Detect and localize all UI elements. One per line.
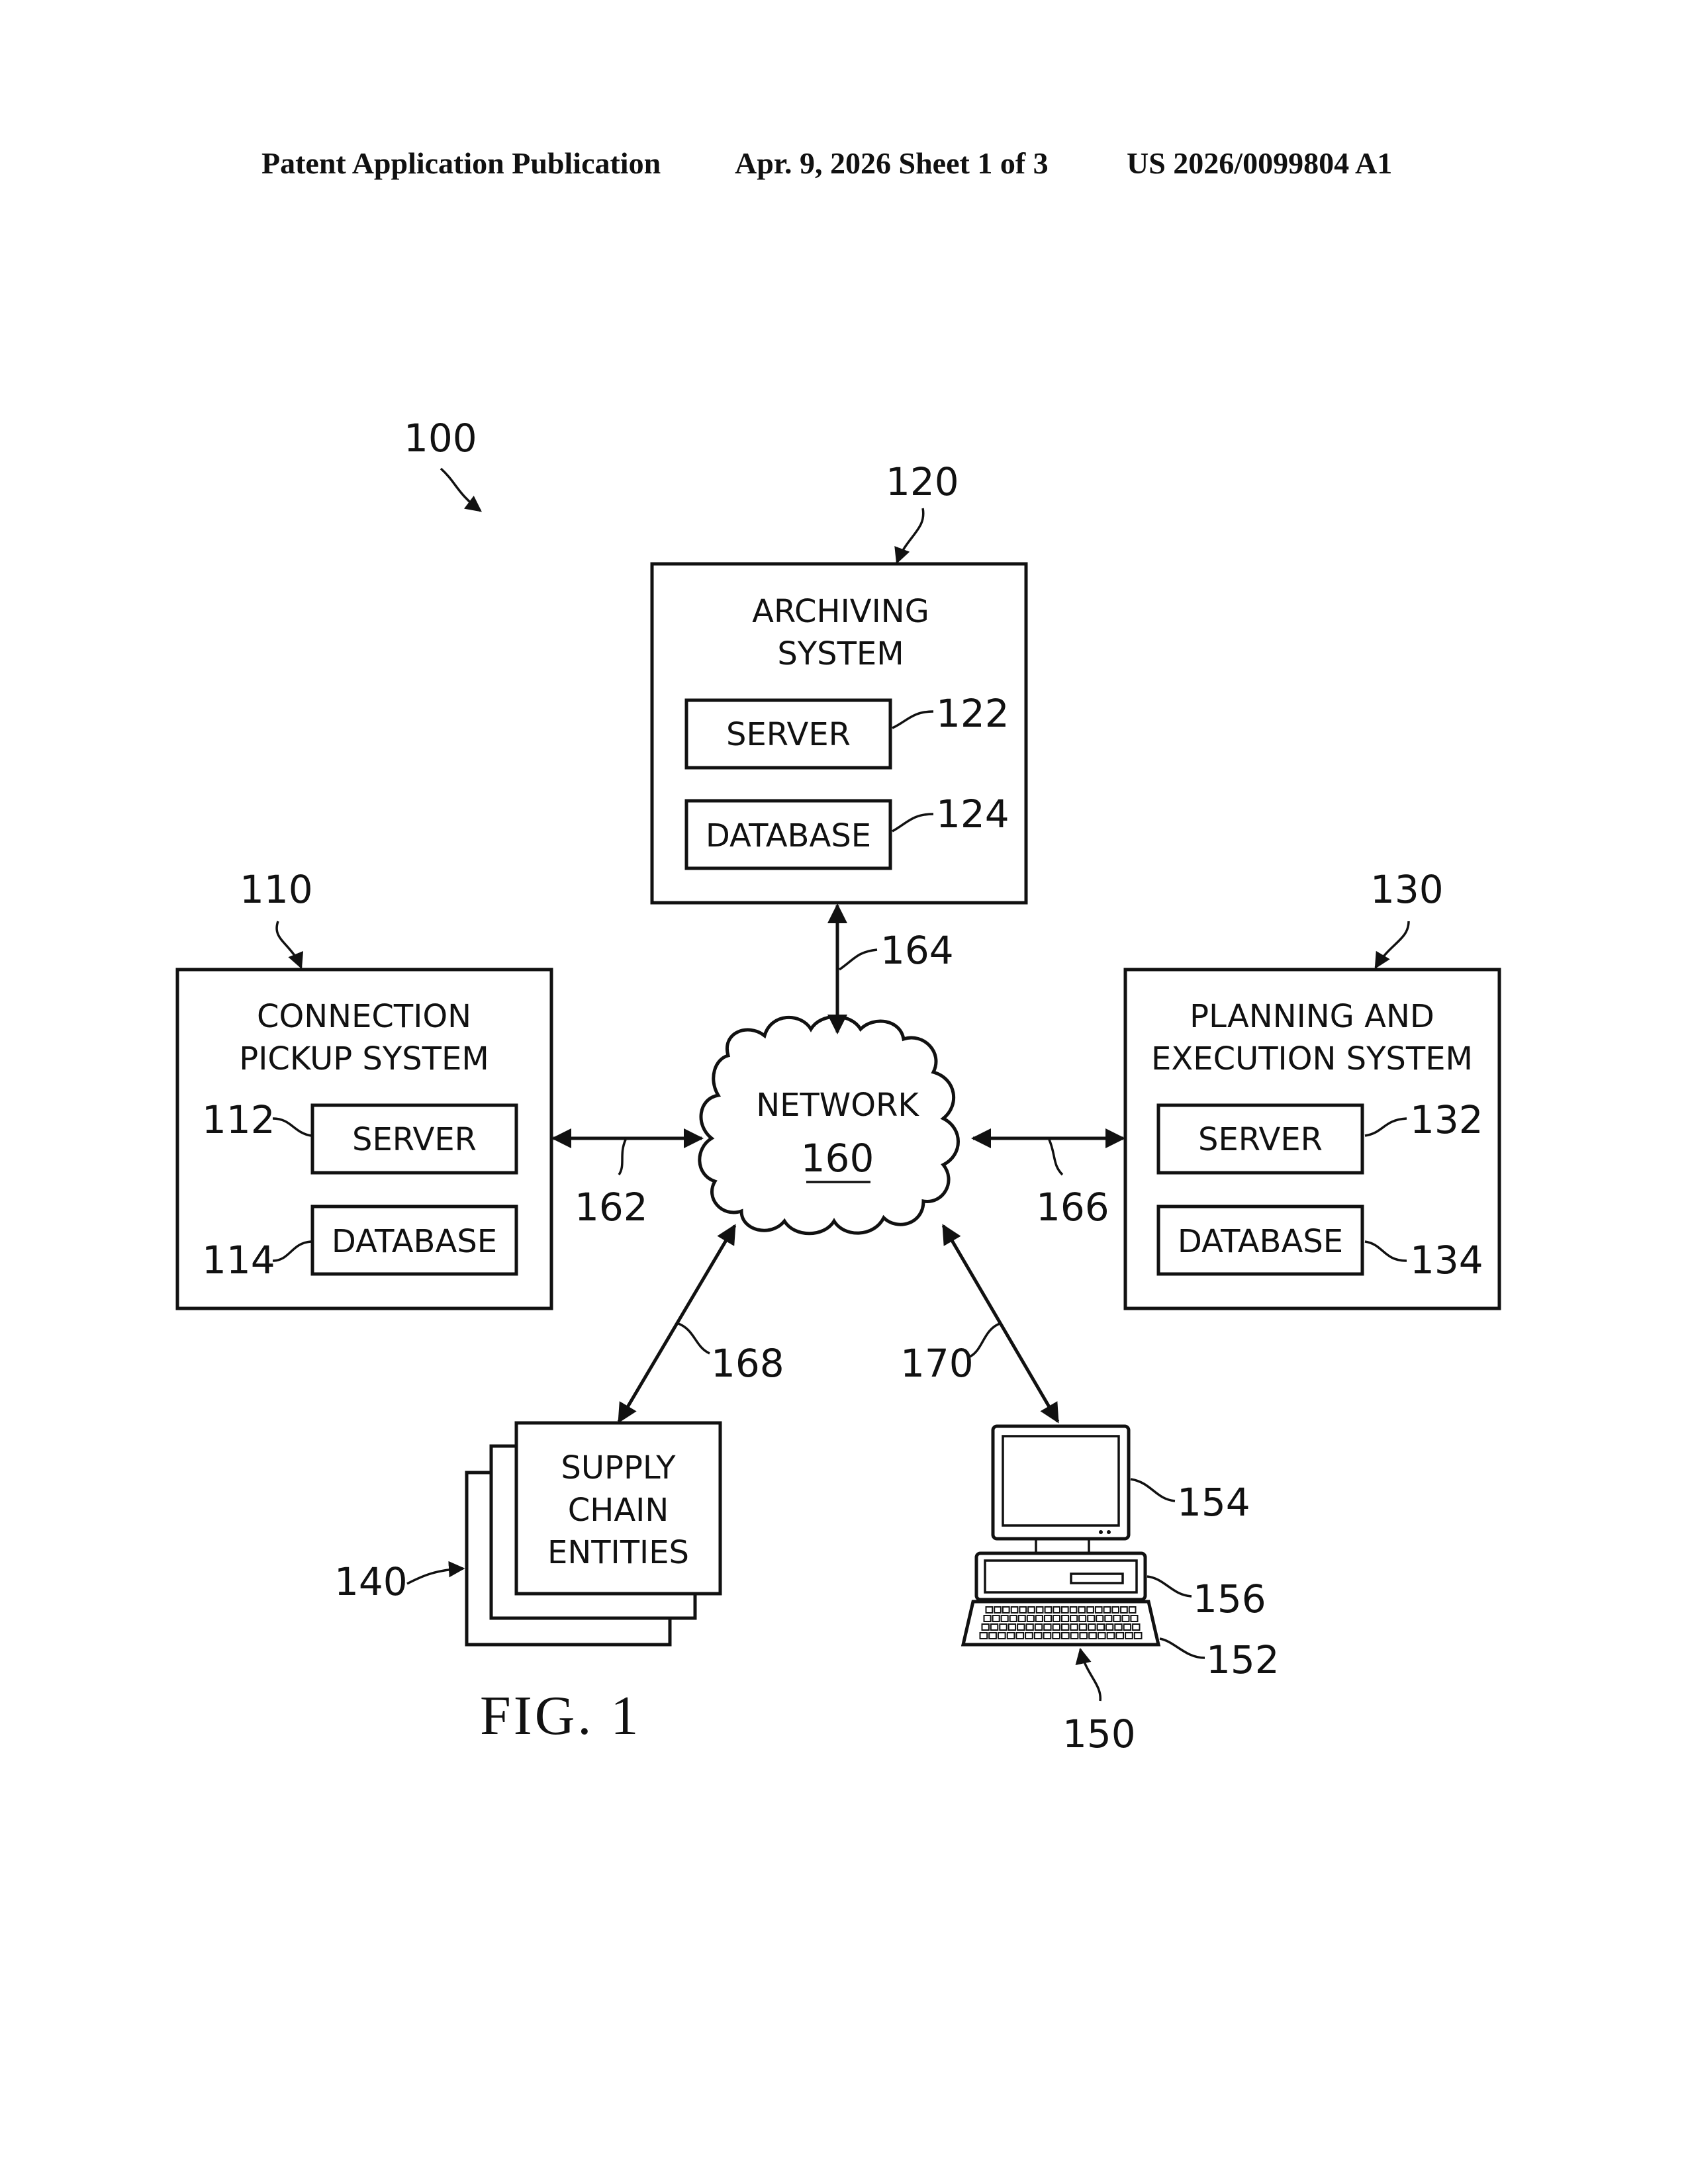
monitor-stand [1036,1539,1089,1553]
connection-ref: 110 [240,867,313,912]
archiving-server-label: SERVER [726,716,851,753]
link-166-leader [1049,1140,1062,1175]
monitor-ref: 154 [1177,1480,1250,1525]
supply-line-1: SUPPLY [561,1449,676,1486]
link-168-ref: 168 [711,1341,784,1386]
archiving-ref: 120 [886,459,959,504]
cloud-outline [700,1017,959,1234]
connection-title-2: PICKUP SYSTEM [239,1040,489,1077]
supply-chain-entities: SUPPLY CHAIN ENTITIES 140 [334,1423,720,1645]
planning-database-ref: 134 [1410,1238,1483,1283]
archiving-title-2: SYSTEM [777,635,904,672]
archiving-server-ref: 122 [936,691,1009,736]
connection-database-label: DATABASE [332,1223,497,1260]
header-number: US 2026/0099804 A1 [1127,146,1392,180]
network-label: NETWORK [756,1087,919,1124]
link-168-leader [679,1324,710,1353]
archiving-database-label: DATABASE [706,817,871,854]
connection-server-label: SERVER [352,1121,477,1158]
keyboard-ref: 152 [1206,1637,1280,1682]
link-162-ref: 162 [575,1185,648,1230]
connection-ref-arrow [277,921,301,968]
planning-ref-arrow [1376,921,1409,968]
monitor-outer [993,1426,1129,1539]
system-ref: 100 [404,416,477,461]
archiving-title-1: ARCHIVING [752,593,929,630]
link-170-ref: 170 [900,1341,974,1386]
connection-server-ref: 112 [202,1097,275,1142]
link-170-leader [970,1324,1000,1357]
network-ref: 160 [801,1136,874,1181]
connection-database-ref: 114 [202,1238,275,1283]
unit-leader [1147,1576,1192,1596]
planning-ref: 130 [1370,867,1444,912]
planning-database-label: DATABASE [1178,1223,1343,1260]
figure-label: FIG. 1 [480,1685,641,1747]
monitor-led-2 [1107,1530,1111,1534]
link-168 [619,1226,735,1422]
supply-line-2: CHAIN [568,1492,669,1529]
connection-title-1: CONNECTION [257,998,471,1035]
link-162-leader [619,1140,626,1175]
computer-ref: 150 [1062,1711,1136,1756]
archiving-ref-arrow [897,508,923,563]
network-cloud: NETWORK 160 [700,1017,959,1234]
supply-ref: 140 [334,1559,408,1604]
archiving-database-ref: 124 [936,792,1009,837]
monitor-led-1 [1099,1530,1103,1534]
link-166-ref: 166 [1036,1185,1109,1230]
keyboard-leader [1160,1639,1205,1658]
planning-server-ref: 132 [1410,1097,1483,1142]
system-ref-arrow [441,469,481,511]
planning-title-1: PLANNING AND [1190,998,1434,1035]
header-date-sheet: Apr. 9, 2026 Sheet 1 of 3 [735,146,1049,180]
link-164-ref: 164 [880,928,954,973]
computer-terminal: 154 156 152 150 [963,1426,1280,1756]
planning-title-2: EXECUTION SYSTEM [1151,1040,1473,1077]
supply-line-3: ENTITIES [547,1534,689,1571]
monitor-leader [1131,1479,1175,1501]
planning-server-label: SERVER [1198,1121,1323,1158]
link-170 [943,1226,1058,1422]
unit-ref: 156 [1193,1576,1266,1621]
planning-execution-system: 130 PLANNING AND EXECUTION SYSTEM SERVER… [1125,867,1499,1308]
supply-ref-arrow [407,1569,463,1584]
connection-pickup-system: 110 CONNECTION PICKUP SYSTEM SERVER 112 … [177,867,551,1308]
archiving-system: 120 ARCHIVING SYSTEM SERVER 122 DATABASE… [652,459,1026,903]
header-publication: Patent Application Publication [261,146,661,180]
link-164-leader [839,950,877,970]
computer-ref-arrow [1080,1649,1100,1701]
